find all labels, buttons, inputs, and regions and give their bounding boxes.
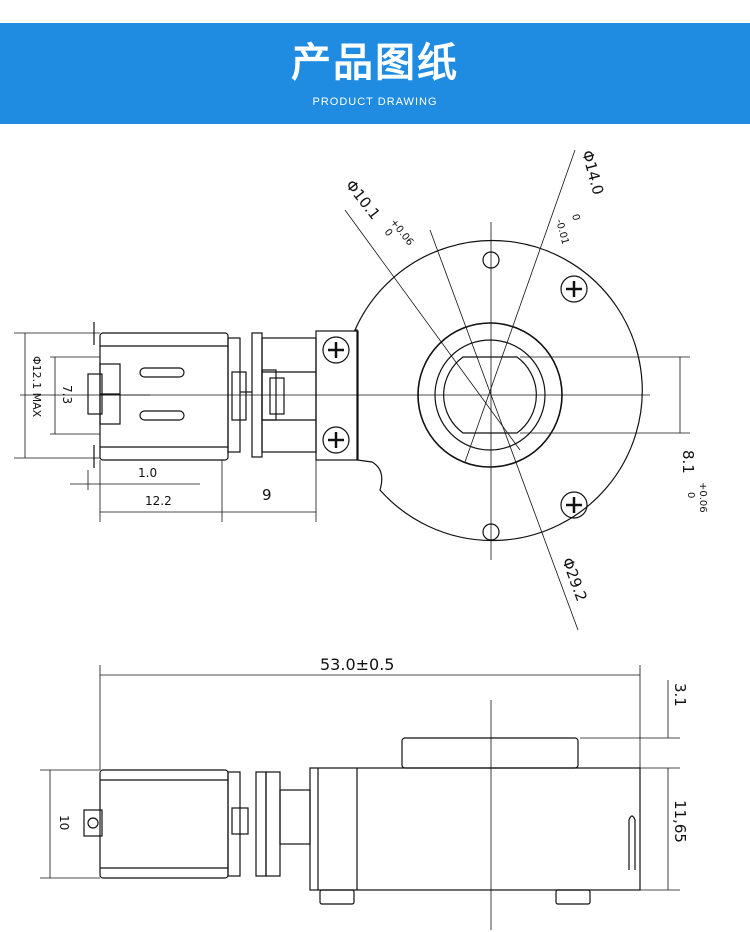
flange-outline [354, 239, 643, 542]
side-motor-body [99, 769, 229, 879]
side-boss [401, 737, 579, 769]
screw-gearbox-bottom [322, 426, 350, 454]
screw-gearbox-top [322, 336, 350, 364]
motor-body [99, 332, 229, 461]
motor-slot-top [139, 367, 185, 378]
side-foot-right [555, 889, 591, 905]
page-subtitle: PRODUCT DRAWING [312, 96, 438, 108]
leader-d14 [464, 149, 576, 463]
dim-flange-inner-tol-upper: 0 [569, 213, 581, 222]
header-banner [0, 23, 750, 124]
d-shaft-hole [443, 356, 537, 434]
motor-slot-bottom [139, 410, 185, 421]
screw-top-right [560, 275, 588, 303]
dim-outer: Φ29.2 [558, 555, 590, 604]
dim-motor-height: 10 [57, 815, 71, 830]
screw-bottom-right [560, 491, 588, 519]
dim-flat: 8.1 [679, 450, 697, 474]
dim-gearbox-length: 9 [262, 486, 272, 504]
dim-hole-main: Φ10.1 [342, 176, 384, 223]
page-title: 产品图纸 [291, 40, 459, 86]
dim-spacing: 7.3 [60, 385, 74, 404]
side-foot-left [319, 889, 355, 905]
dim-total-length: 53.0±0.5 [320, 655, 394, 674]
leader-d29 [429, 229, 579, 631]
dim-flange-inner-tol-lower: -0.01 [553, 218, 570, 246]
dim-hole-main-tol-lower: 0 [382, 227, 395, 239]
side-body [309, 767, 641, 891]
dim-pin-offset: 1.0 [138, 466, 157, 480]
dim-flat-tol-upper: +0.06 [697, 482, 708, 513]
dim-flange-inner: Φ14.0 [578, 148, 607, 196]
dim-shaft-height: Φ12.1 MAX [30, 356, 43, 418]
dim-flat-tol-lower: 0 [685, 492, 696, 498]
leader-d10 [344, 209, 521, 451]
dim-body-height: 11,65 [671, 800, 689, 843]
dim-boss-height: 3.1 [671, 683, 689, 707]
dim-motor-length: 12.2 [145, 494, 172, 508]
side-terminal-tab [83, 809, 103, 837]
